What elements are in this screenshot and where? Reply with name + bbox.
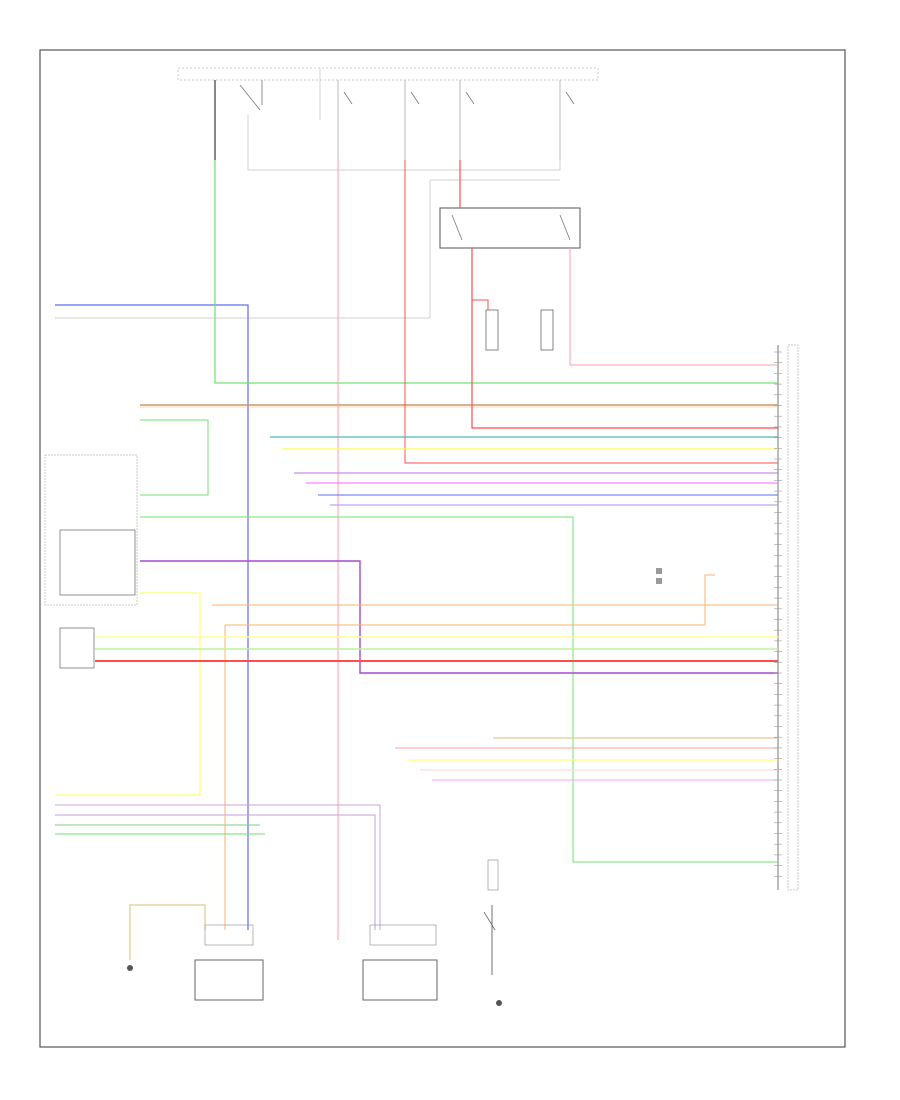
bottom-switch: [483, 859, 499, 975]
wire-tan-ground: [129, 904, 206, 960]
bottom-component-mid: [362, 924, 438, 1001]
left-module: [44, 454, 138, 606]
relay-connectors: [485, 309, 554, 351]
module-connector: [777, 344, 799, 891]
ground-left: [127, 965, 133, 971]
relay-box: [439, 207, 581, 249]
top-switch-block: [177, 67, 599, 170]
wire-bundle-2: [55, 814, 376, 930]
wire-green-mid: [140, 419, 209, 496]
wire-purple: [140, 560, 778, 674]
wire-orange-2: [225, 574, 715, 626]
bottom-component-left: [194, 924, 264, 1001]
wire-green-top: [214, 160, 778, 384]
grey-wire-left: [55, 180, 431, 319]
wire-red-down: [472, 299, 489, 310]
sensor-box: [59, 627, 95, 669]
wire-yellow-2: [55, 592, 201, 796]
grey-wire-top: [248, 160, 561, 171]
diagram-frame: [39, 49, 846, 1048]
wire-red-f2: [404, 160, 778, 464]
wire-pink-relay: [569, 248, 778, 366]
wire-red-relay: [471, 248, 778, 429]
wire-green-long: [140, 516, 778, 863]
wire-blue: [55, 304, 249, 930]
mid-right-connector: [656, 568, 662, 584]
wire-bundle-1: [55, 804, 381, 930]
connector-pins: [774, 351, 782, 877]
ground-mid: [496, 1000, 502, 1006]
